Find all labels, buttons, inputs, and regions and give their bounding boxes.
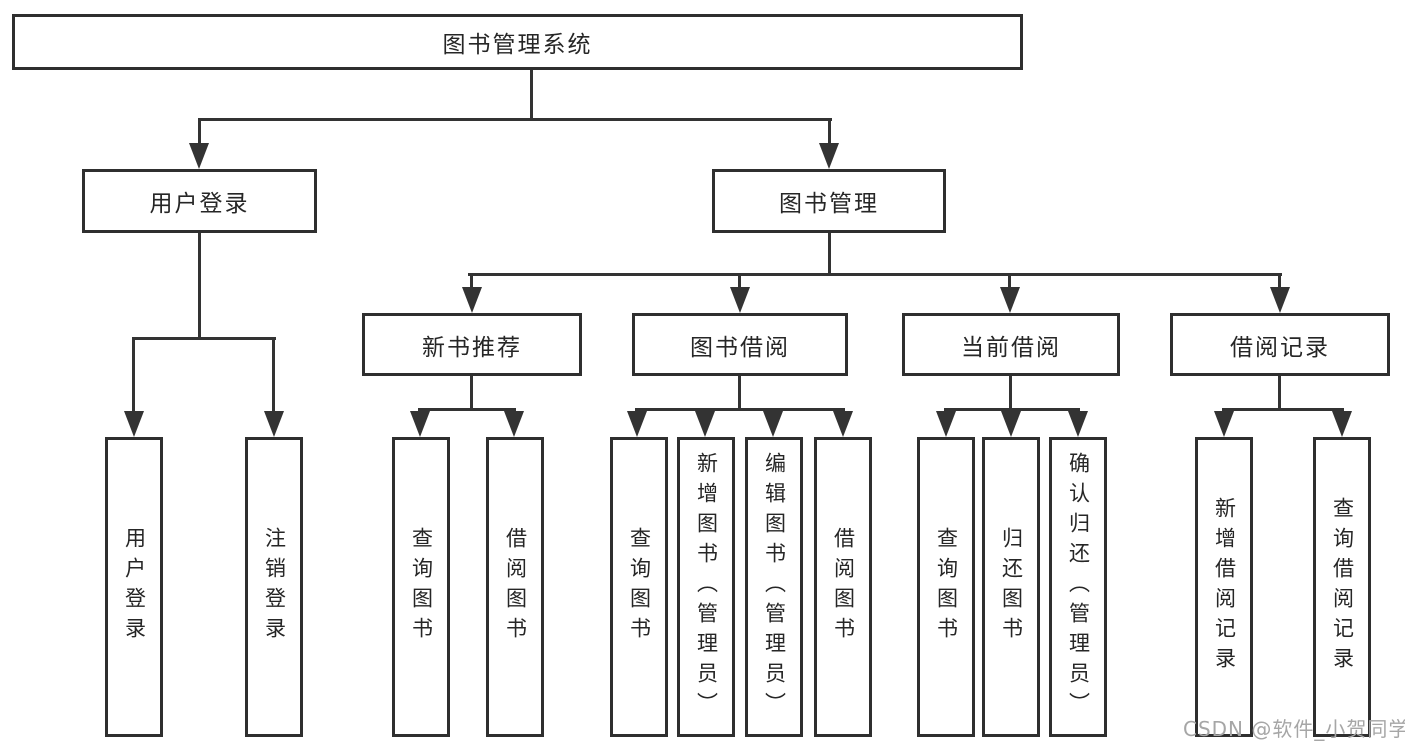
leaf-newbook-query-books: 查询图书 <box>392 437 450 737</box>
leaf-current-confirm-return-admin: 确认归还（管理员） <box>1049 437 1107 737</box>
node-user-login: 用户登录 <box>82 169 317 233</box>
arrow-head-to-book-borrow <box>730 287 750 313</box>
connector-new-book-recommend-rail <box>418 408 516 411</box>
connector-book-borrow-rail <box>635 408 845 411</box>
leaf-borrow-query-books: 查询图书 <box>610 437 668 737</box>
arrow-line-to-borrow-records <box>1278 273 1281 293</box>
watermark-csdn: CSDN @软件_小贺同学 <box>1183 717 1405 741</box>
arrow-line-to-new-book-recommend <box>470 273 473 293</box>
leaf-logout: 注销登录 <box>245 437 303 737</box>
arrow-line-to-leaf-logout <box>272 337 275 415</box>
connector-root-stem <box>530 70 533 118</box>
arrow-head-to-book-management <box>819 143 839 169</box>
arrow-head-cb-confirm <box>1068 411 1088 437</box>
node-book-management: 图书管理 <box>712 169 946 233</box>
arrow-line-to-book-borrow <box>738 273 741 293</box>
arrow-head-bb-borrow <box>833 411 853 437</box>
leaf-current-query-books: 查询图书 <box>917 437 975 737</box>
connector-borrow-records-rail <box>1222 408 1344 411</box>
arrow-head-nb-borrow <box>504 411 524 437</box>
connector-level2-rail <box>198 118 832 121</box>
arrow-head-br-add <box>1214 411 1234 437</box>
node-library-management-system: 图书管理系统 <box>12 14 1023 70</box>
connector-current-borrow-stem <box>1009 376 1012 408</box>
leaf-records-add-borrow-record: 新增借阅记录 <box>1195 437 1253 737</box>
arrow-line-to-book-management <box>828 118 831 146</box>
connector-current-borrow-rail <box>944 408 1080 411</box>
arrow-line-to-leaf-user-login <box>132 337 135 415</box>
arrow-head-to-leaf-user-login <box>124 411 144 437</box>
arrow-head-cb-query <box>936 411 956 437</box>
arrow-head-nb-query <box>410 411 430 437</box>
arrow-head-bb-query <box>627 411 647 437</box>
leaf-borrow-add-books-admin: 新增图书（管理员） <box>677 437 735 737</box>
node-book-borrow: 图书借阅 <box>632 313 848 376</box>
leaf-current-return-books: 归还图书 <box>982 437 1040 737</box>
node-borrow-records: 借阅记录 <box>1170 313 1390 376</box>
node-current-borrow: 当前借阅 <box>902 313 1120 376</box>
connector-book-management-stem <box>828 233 831 273</box>
node-new-book-recommend: 新书推荐 <box>362 313 582 376</box>
arrow-head-bb-add <box>695 411 715 437</box>
leaf-records-query-borrow-record: 查询借阅记录 <box>1313 437 1371 737</box>
connector-new-book-recommend-stem <box>470 376 473 408</box>
leaf-newbook-borrow-books: 借阅图书 <box>486 437 544 737</box>
leaf-borrow-borrow-books: 借阅图书 <box>814 437 872 737</box>
leaf-user-login: 用户登录 <box>105 437 163 737</box>
arrow-head-to-current-borrow <box>1000 287 1020 313</box>
arrow-head-bb-edit <box>763 411 783 437</box>
connector-user-login-stem <box>198 233 201 337</box>
arrow-head-to-user-login <box>189 143 209 169</box>
arrow-head-br-query <box>1332 411 1352 437</box>
arrow-line-to-user-login <box>198 118 201 146</box>
connector-book-borrow-stem <box>738 376 741 408</box>
connector-borrow-records-stem <box>1278 376 1281 408</box>
arrow-head-to-leaf-logout <box>264 411 284 437</box>
connector-level3-rail <box>468 273 1282 276</box>
arrow-line-to-current-borrow <box>1008 273 1011 293</box>
leaf-borrow-edit-books-admin: 编辑图书（管理员） <box>745 437 803 737</box>
arrow-head-to-new-book-recommend <box>462 287 482 313</box>
arrow-head-to-borrow-records <box>1270 287 1290 313</box>
connector-user-login-rail <box>132 337 276 340</box>
arrow-head-cb-return <box>1001 411 1021 437</box>
